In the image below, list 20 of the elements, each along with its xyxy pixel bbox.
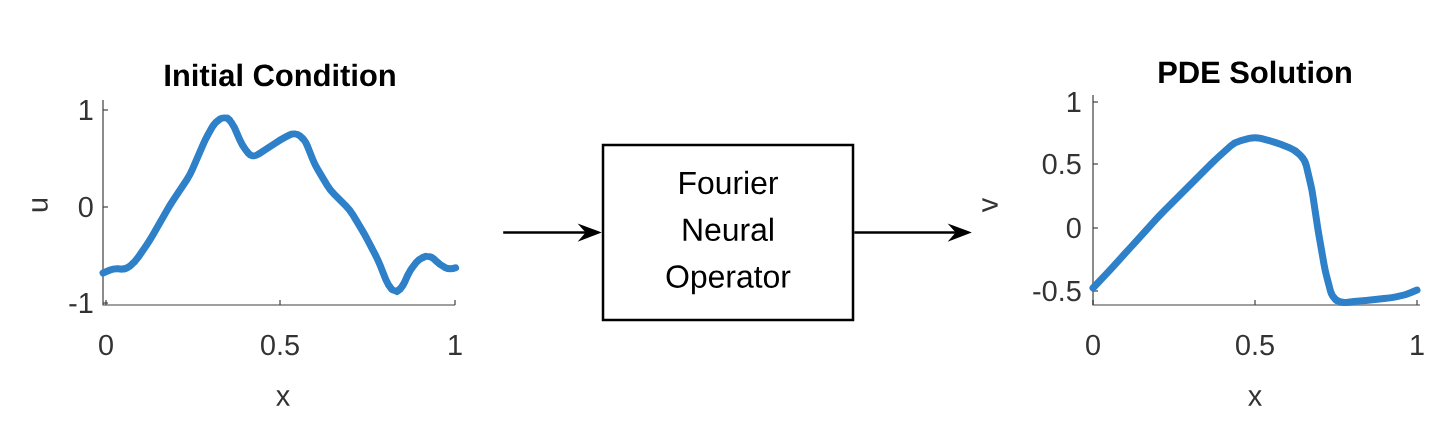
tick-label: 0 xyxy=(1086,334,1100,356)
tick-label: 1 xyxy=(1067,92,1081,112)
tick-label: 0 xyxy=(99,334,113,356)
tick-label: 0.5 xyxy=(1236,334,1274,356)
tick-label: 1 xyxy=(1411,335,1424,355)
axis-label: x xyxy=(1248,390,1262,406)
tick-label: -0.5 xyxy=(1033,280,1081,302)
tick-label: 1 xyxy=(449,335,462,355)
tick-label: 0 xyxy=(1066,217,1081,239)
process-box: Fourier Neural Operator xyxy=(601,143,855,322)
tick-label: 0.5 xyxy=(261,334,299,356)
tick-label: 0 xyxy=(78,196,93,218)
axis-label: x xyxy=(276,390,290,406)
tick-label: 1 xyxy=(79,100,93,120)
axis-label: u xyxy=(32,198,48,212)
plot-title: Initial Condition xyxy=(165,63,395,87)
tick-label: 0.5 xyxy=(1042,153,1081,175)
axis-label: v xyxy=(982,197,998,213)
tick-label: -1 xyxy=(69,293,93,313)
plot-title: PDE Solution xyxy=(1159,60,1351,84)
